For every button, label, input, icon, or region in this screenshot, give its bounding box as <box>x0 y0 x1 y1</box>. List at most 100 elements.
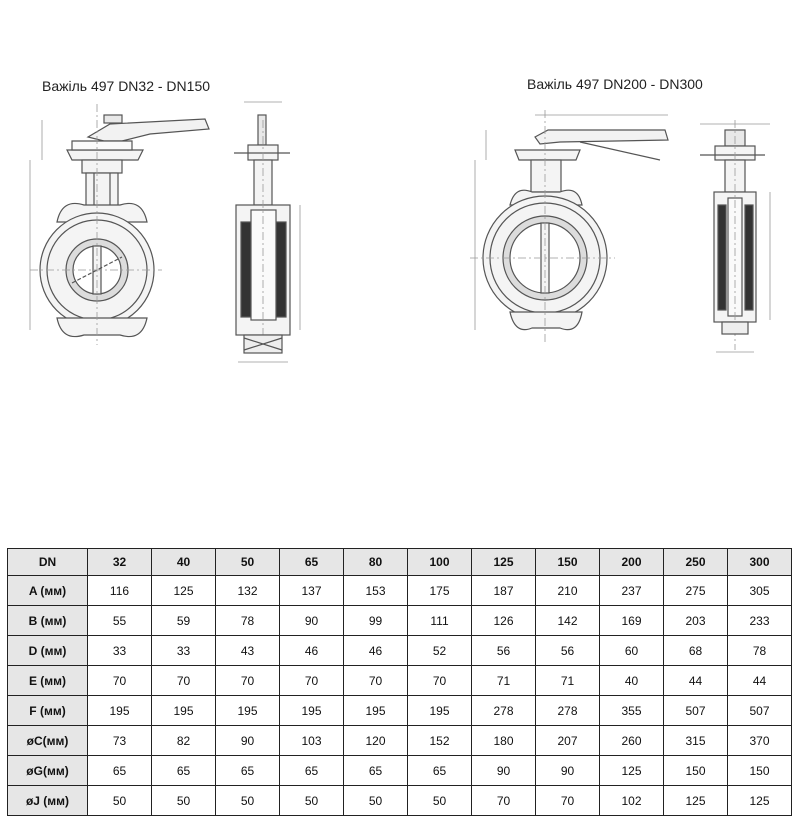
table-cell: 195 <box>87 695 152 726</box>
table-header-cell: 150 <box>535 548 600 576</box>
table-cell: 99 <box>343 605 408 636</box>
table-cell: 73 <box>87 725 152 756</box>
table-cell: 150 <box>663 755 728 786</box>
table-cell: 70 <box>279 665 344 696</box>
table-header-dn: DN <box>7 548 88 576</box>
table-cell: 44 <box>663 665 728 696</box>
table-cell: 65 <box>215 755 280 786</box>
table-cell: 125 <box>151 575 216 606</box>
table-header-cell: 100 <box>407 548 472 576</box>
table-cell: 52 <box>407 635 472 666</box>
table-cell: 305 <box>727 575 792 606</box>
table-cell: 180 <box>471 725 536 756</box>
table-cell: 90 <box>471 755 536 786</box>
table-cell: 203 <box>663 605 728 636</box>
table-cell: 71 <box>471 665 536 696</box>
table-cell: 102 <box>599 785 664 816</box>
table-cell: 65 <box>343 755 408 786</box>
table-cell: 78 <box>727 635 792 666</box>
table-cell: 70 <box>407 665 472 696</box>
table-cell: 50 <box>151 785 216 816</box>
table-cell: 90 <box>535 755 600 786</box>
table-cell: 56 <box>535 635 600 666</box>
table-cell: 507 <box>727 695 792 726</box>
row-label: A (мм) <box>7 575 88 606</box>
table-cell: 125 <box>599 755 664 786</box>
row-label: F (мм) <box>7 695 88 726</box>
table-cell: 195 <box>407 695 472 726</box>
drawing-title-left: Важіль 497 DN32 - DN150 <box>42 78 211 94</box>
table-cell: 275 <box>663 575 728 606</box>
table-cell: 233 <box>727 605 792 636</box>
row-label: E (мм) <box>7 665 88 696</box>
table-cell: 82 <box>151 725 216 756</box>
table-cell: 70 <box>151 665 216 696</box>
table-cell: 60 <box>599 635 664 666</box>
table-cell: 33 <box>151 635 216 666</box>
table-cell: 150 <box>727 755 792 786</box>
table-cell: 70 <box>471 785 536 816</box>
table-cell: 50 <box>215 785 280 816</box>
table-cell: 70 <box>343 665 408 696</box>
table-header-cell: 125 <box>471 548 536 576</box>
table-cell: 195 <box>215 695 280 726</box>
table-cell: 90 <box>215 725 280 756</box>
table-cell: 315 <box>663 725 728 756</box>
table-cell: 142 <box>535 605 600 636</box>
table-cell: 68 <box>663 635 728 666</box>
table-cell: 50 <box>407 785 472 816</box>
table-header-cell: 250 <box>663 548 728 576</box>
table-cell: 90 <box>279 605 344 636</box>
table-cell: 355 <box>599 695 664 726</box>
table-cell: 137 <box>279 575 344 606</box>
table-header-cell: 40 <box>151 548 216 576</box>
table-cell: 132 <box>215 575 280 606</box>
table-cell: 153 <box>343 575 408 606</box>
valve-front-view-large <box>470 110 669 345</box>
table-cell: 111 <box>407 605 472 636</box>
table-cell: 65 <box>279 755 344 786</box>
table-cell: 125 <box>663 785 728 816</box>
table-cell: 65 <box>407 755 472 786</box>
table-cell: 46 <box>343 635 408 666</box>
table-cell: 65 <box>87 755 152 786</box>
table-cell: 507 <box>663 695 728 726</box>
row-label: øC(мм) <box>7 725 88 756</box>
table-cell: 70 <box>215 665 280 696</box>
table-cell: 50 <box>279 785 344 816</box>
row-label: D (мм) <box>7 635 88 666</box>
table-cell: 78 <box>215 605 280 636</box>
table-cell: 59 <box>151 605 216 636</box>
row-label: B (мм) <box>7 605 88 636</box>
table-cell: 187 <box>471 575 536 606</box>
row-label: øJ (мм) <box>7 785 88 816</box>
drawing-title-right: Важіль 497 DN200 - DN300 <box>527 76 703 92</box>
table-cell: 55 <box>87 605 152 636</box>
table-header-cell: 32 <box>87 548 152 576</box>
table-cell: 210 <box>535 575 600 606</box>
table-cell: 50 <box>87 785 152 816</box>
table-cell: 278 <box>535 695 600 726</box>
table-cell: 195 <box>343 695 408 726</box>
table-cell: 370 <box>727 725 792 756</box>
table-cell: 207 <box>535 725 600 756</box>
table-cell: 237 <box>599 575 664 606</box>
table-cell: 120 <box>343 725 408 756</box>
table-cell: 50 <box>343 785 408 816</box>
table-header-cell: 200 <box>599 548 664 576</box>
table-cell: 33 <box>87 635 152 666</box>
table-header-cell: 50 <box>215 548 280 576</box>
table-cell: 56 <box>471 635 536 666</box>
table-cell: 70 <box>535 785 600 816</box>
table-cell: 103 <box>279 725 344 756</box>
table-cell: 44 <box>727 665 792 696</box>
